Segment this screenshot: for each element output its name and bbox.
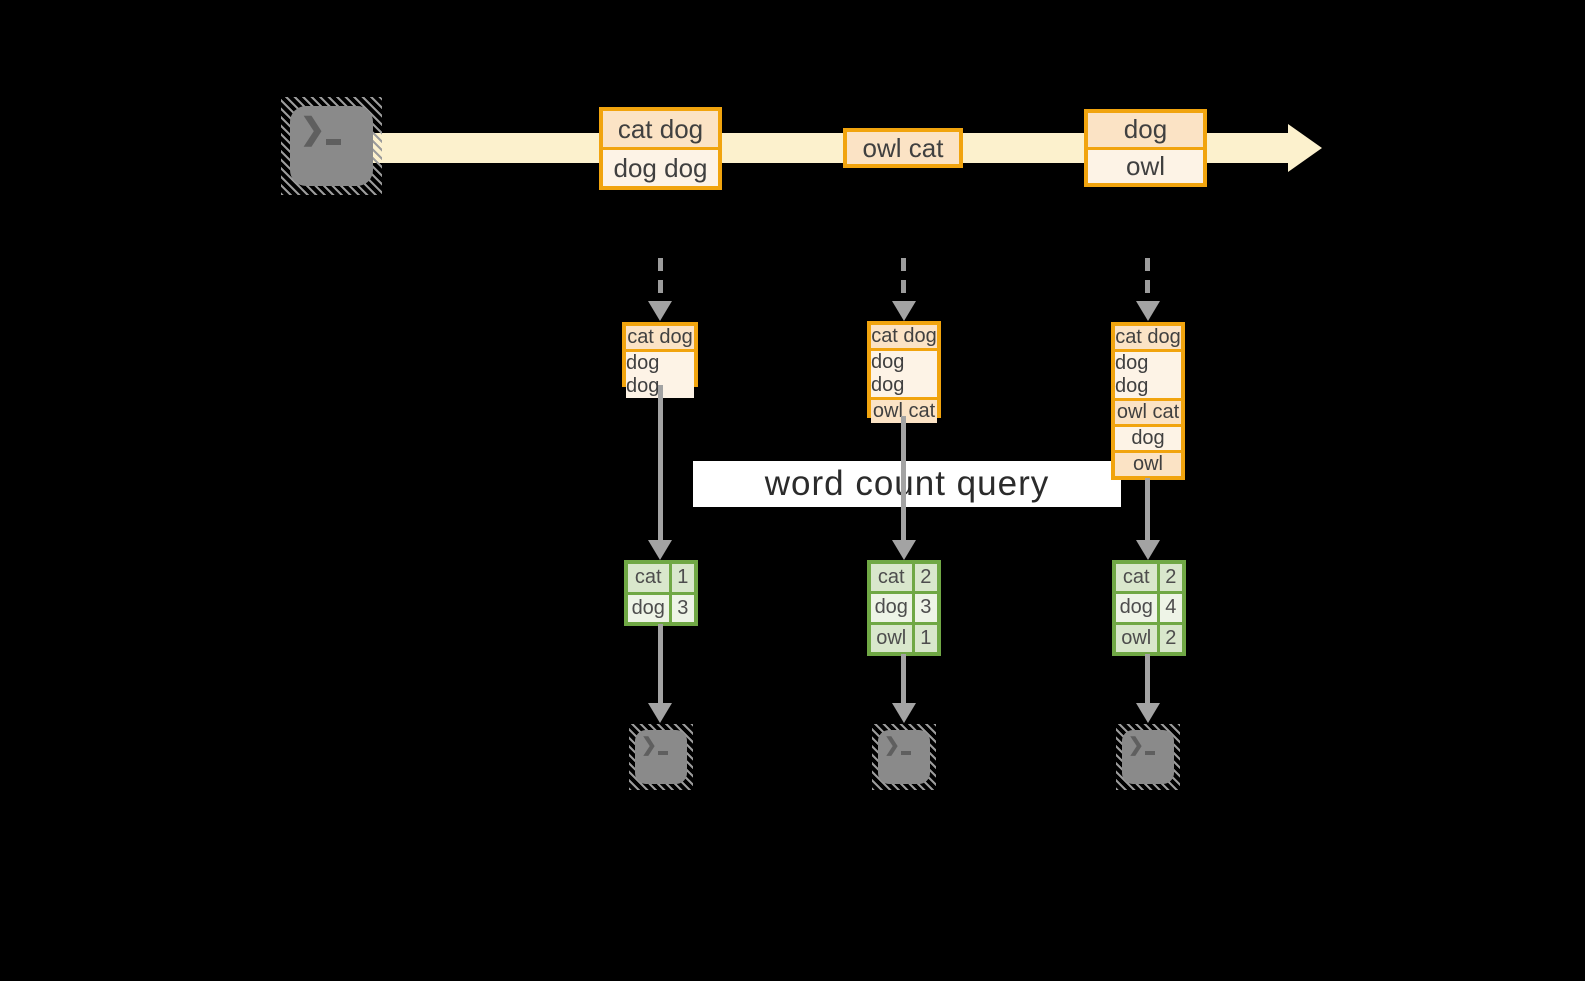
query-label: word count query	[764, 464, 1050, 503]
batch-line: owl	[1088, 149, 1203, 183]
dashed-arrowhead-icon	[648, 301, 672, 321]
stream-batch-3: dog owl	[1084, 109, 1207, 187]
terminal-cursor-icon	[658, 751, 668, 755]
sink-terminal-icon: ❯	[1116, 724, 1180, 790]
arrow-line	[901, 654, 906, 704]
terminal-prompt-icon: ❯	[1128, 735, 1144, 756]
query-label-box: word count query	[693, 461, 1121, 507]
count-word: owl	[871, 624, 912, 652]
count-value: 2	[1159, 564, 1182, 592]
terminal-screen: ❯	[878, 730, 930, 784]
stream-batch-1: cat dog dog dog	[599, 107, 722, 190]
terminal-cursor-icon	[1145, 751, 1155, 755]
count-word: dog	[1116, 594, 1157, 622]
arrowhead-icon	[892, 540, 916, 560]
count-word: cat	[871, 564, 912, 592]
terminal-screen: ❯	[635, 730, 687, 784]
input-line: cat dog	[871, 325, 937, 348]
terminal-cursor-icon	[326, 139, 341, 145]
count-word: cat	[628, 564, 669, 592]
arrowhead-icon	[892, 703, 916, 723]
stream-arrowhead-icon	[1288, 124, 1322, 172]
arrow-line	[1145, 478, 1150, 540]
terminal-prompt-icon: ❯	[300, 113, 326, 146]
input-line: dog dog	[626, 352, 694, 398]
count-value: 1	[914, 624, 937, 652]
counts-table-2: cat 2 dog 3 owl 1	[867, 560, 941, 656]
input-line: dog dog	[1115, 352, 1181, 398]
arrowhead-icon	[648, 703, 672, 723]
count-word: dog	[628, 594, 669, 622]
terminal-prompt-icon: ❯	[641, 735, 657, 756]
sink-terminal-icon: ❯	[629, 724, 693, 790]
stream-batch-2: owl cat	[843, 128, 963, 168]
terminal-screen: ❯	[290, 106, 373, 186]
terminal-screen: ❯	[1122, 730, 1174, 784]
count-value: 3	[671, 594, 694, 622]
count-value: 2	[1159, 624, 1182, 652]
terminal-prompt-icon: ❯	[884, 735, 900, 756]
arrowhead-icon	[1136, 703, 1160, 723]
input-line: dog dog	[871, 351, 937, 397]
count-word: dog	[871, 594, 912, 622]
batch-line: dog dog	[603, 150, 718, 186]
counts-table-3: cat 2 dog 4 owl 2	[1112, 560, 1186, 656]
count-value: 4	[1159, 594, 1182, 622]
count-word: owl	[1116, 624, 1157, 652]
input-line: cat dog	[1115, 326, 1181, 349]
dashed-arrow-line	[658, 258, 663, 302]
input-line: cat dog	[626, 326, 694, 349]
dashed-arrow-line	[901, 258, 906, 302]
count-value: 1	[671, 564, 694, 592]
dashed-arrowhead-icon	[892, 301, 916, 321]
batch-line: owl cat	[847, 132, 959, 164]
source-terminal-icon: ❯	[281, 97, 382, 195]
input-line: owl cat	[1115, 401, 1181, 424]
arrow-line	[901, 416, 906, 540]
input-table-2: cat dog dog dog owl cat	[867, 321, 941, 423]
dashed-arrow-line	[1145, 258, 1150, 302]
input-table-1: cat dog dog dog	[622, 322, 698, 398]
sink-terminal-icon: ❯	[872, 724, 936, 790]
input-table-3: cat dog dog dog owl cat dog owl	[1111, 322, 1185, 480]
arrowhead-icon	[648, 540, 672, 560]
arrowhead-icon	[1136, 540, 1160, 560]
count-value: 3	[914, 594, 937, 622]
counts-table-1: cat 1 dog 3	[624, 560, 698, 626]
batch-line: dog	[1088, 113, 1203, 147]
count-value: 2	[914, 564, 937, 592]
input-line: dog	[1115, 427, 1181, 450]
input-line: owl	[1115, 453, 1181, 476]
batch-line: cat dog	[603, 111, 718, 147]
arrow-line	[1145, 654, 1150, 704]
arrow-line	[658, 624, 663, 704]
input-line: owl cat	[871, 400, 937, 423]
terminal-cursor-icon	[901, 751, 911, 755]
arrow-line	[658, 385, 663, 540]
count-word: cat	[1116, 564, 1157, 592]
dashed-arrowhead-icon	[1136, 301, 1160, 321]
